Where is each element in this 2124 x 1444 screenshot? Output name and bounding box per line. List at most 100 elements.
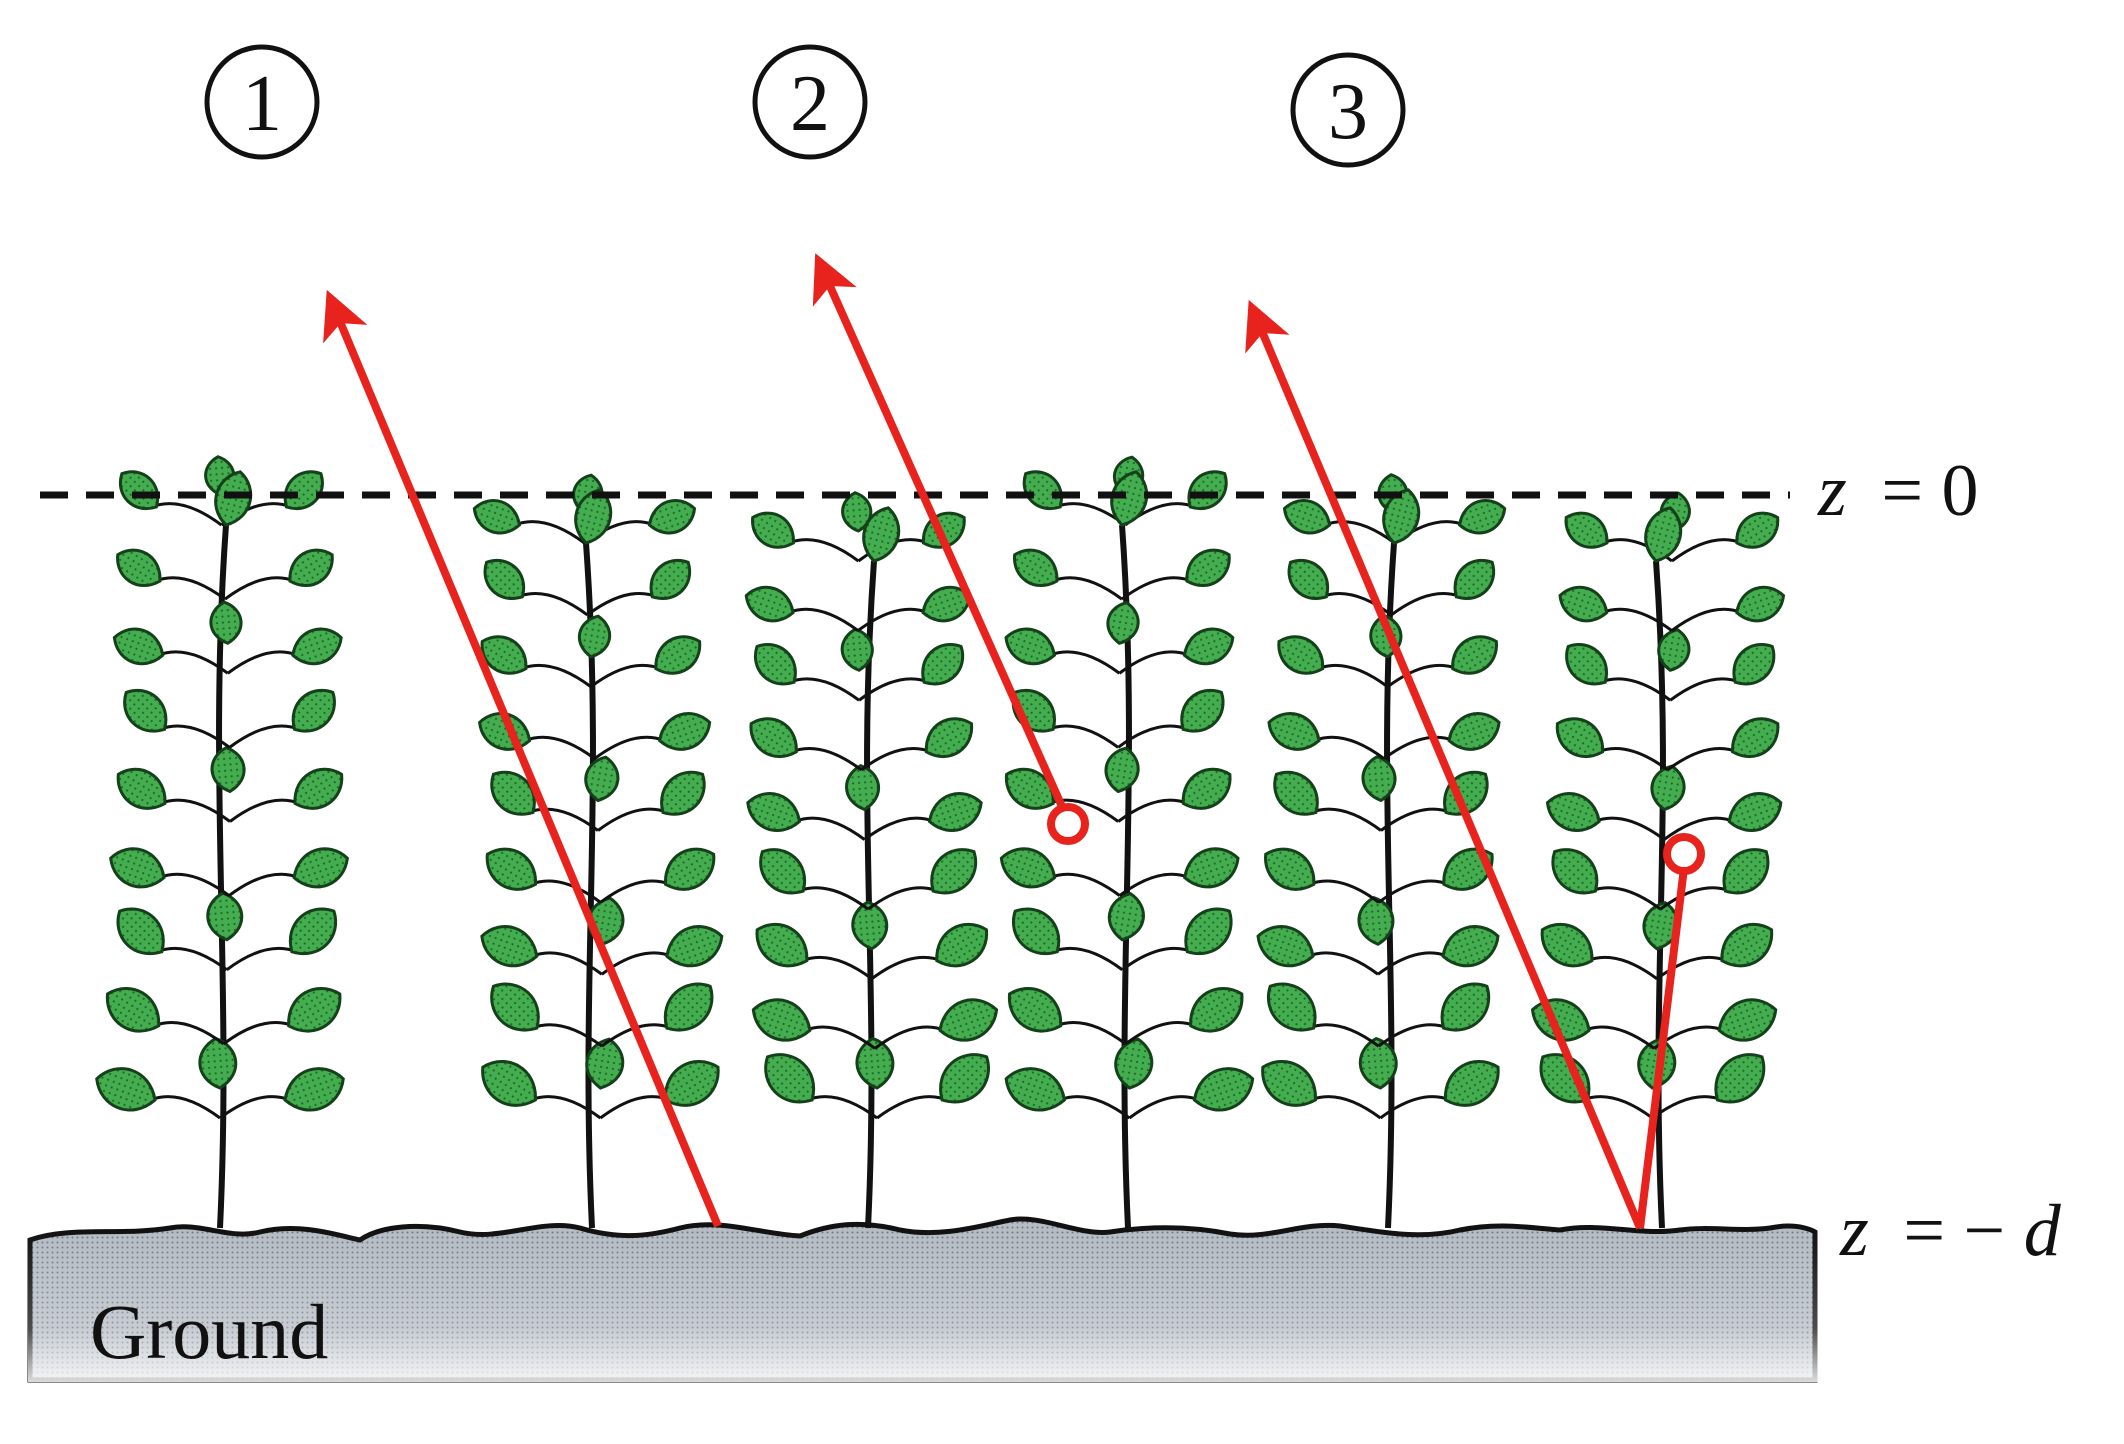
leaf <box>1717 998 1778 1042</box>
leaf <box>106 987 161 1033</box>
leaf <box>1545 792 1601 832</box>
leaf <box>293 767 344 810</box>
leaf <box>472 499 522 535</box>
leaf <box>1114 1037 1154 1090</box>
level-bottom-d: d <box>2024 1190 2062 1272</box>
leaf <box>663 847 716 891</box>
path-2-label: 2 <box>752 44 868 160</box>
leaf <box>862 506 901 563</box>
leaf <box>1457 499 1507 535</box>
leaf <box>1267 982 1317 1032</box>
leaf <box>1183 847 1240 889</box>
leaf <box>1004 1067 1067 1112</box>
leaf <box>755 923 809 968</box>
leaf <box>930 848 978 895</box>
leaf <box>116 548 162 588</box>
leaf <box>112 627 165 666</box>
path-3-ray <box>1245 299 1705 1230</box>
leaf <box>1022 470 1063 511</box>
plant-icon <box>95 455 349 1229</box>
leaf <box>744 585 795 623</box>
leaf <box>118 470 160 511</box>
leaf-petiole <box>806 1095 948 1120</box>
leaf <box>485 847 538 891</box>
path-3-number: 3 <box>1328 68 1368 156</box>
leaf <box>1277 635 1325 675</box>
ground-level: z = − d <box>1839 1190 2062 1272</box>
leaf <box>584 755 620 803</box>
leaf-petiole <box>1601 607 1743 632</box>
leaf <box>754 643 797 686</box>
leaf <box>1264 847 1316 891</box>
scatter-point-icon <box>1047 803 1089 845</box>
leaf <box>1453 559 1496 600</box>
leaf <box>1657 628 1691 672</box>
level-top-eq: = 0 <box>1881 450 1978 532</box>
path-1-ray <box>323 289 722 1228</box>
leaf-petiole <box>1599 677 1741 702</box>
leaf <box>291 688 336 733</box>
leaf <box>1004 627 1057 666</box>
leaf <box>1282 499 1332 535</box>
leaf-petiole <box>529 1095 671 1120</box>
leaf <box>1722 848 1770 895</box>
leaf <box>939 1053 990 1104</box>
path-labels: 1 2 3 <box>204 44 1406 168</box>
ground-label: Ground <box>90 1288 328 1375</box>
leaf <box>1720 923 1774 968</box>
leaf <box>1287 559 1330 600</box>
leaf <box>1104 746 1140 794</box>
leaf <box>845 764 881 812</box>
leaf-petiole <box>1309 1095 1451 1120</box>
leaf <box>1261 1060 1317 1107</box>
leaf-petiole <box>1310 807 1452 832</box>
leaf <box>490 982 540 1032</box>
leaf <box>1731 717 1780 758</box>
leaf <box>585 1037 625 1090</box>
leaf <box>1180 688 1225 733</box>
leaf <box>1358 1036 1398 1090</box>
scattering-paths <box>323 253 1705 1230</box>
leaf <box>1008 987 1063 1033</box>
path-1-number: 1 <box>242 60 282 148</box>
leaf <box>1644 506 1683 563</box>
leaf <box>851 900 889 951</box>
leaf-petiole <box>1048 650 1190 675</box>
leaf <box>938 998 999 1042</box>
leaf <box>649 559 692 600</box>
leaf <box>574 488 613 545</box>
leaf <box>291 627 343 666</box>
leaf-petiole <box>1058 1095 1200 1120</box>
leaf-petiole <box>1307 951 1449 976</box>
leaf <box>749 717 798 758</box>
leaf <box>210 746 246 794</box>
leaf <box>660 770 706 816</box>
arrow-icon <box>812 253 1072 822</box>
plant-icon <box>744 491 999 1229</box>
leaf <box>746 792 802 832</box>
leaf <box>759 848 807 895</box>
leaf <box>206 891 244 942</box>
leaf <box>1539 1053 1591 1104</box>
leaf <box>1540 923 1594 968</box>
leaf <box>924 717 973 758</box>
leaf <box>1447 712 1501 751</box>
leaf <box>1735 585 1786 623</box>
leaf <box>935 923 988 968</box>
leaf <box>1184 907 1233 955</box>
leaf-petiole <box>156 946 298 971</box>
leaf <box>1382 488 1421 545</box>
leaf <box>1012 907 1061 955</box>
leaf <box>288 548 334 588</box>
leaf <box>116 907 165 955</box>
level-bottom-eq: = − <box>1903 1190 2005 1272</box>
leaf <box>654 635 702 675</box>
leaf <box>1735 511 1780 549</box>
leaf <box>764 1053 816 1104</box>
leaf <box>1714 1053 1766 1104</box>
leaf <box>1565 643 1609 686</box>
leaf <box>1182 627 1235 666</box>
path-3-label: 3 <box>1290 52 1406 168</box>
leaf <box>292 847 349 889</box>
